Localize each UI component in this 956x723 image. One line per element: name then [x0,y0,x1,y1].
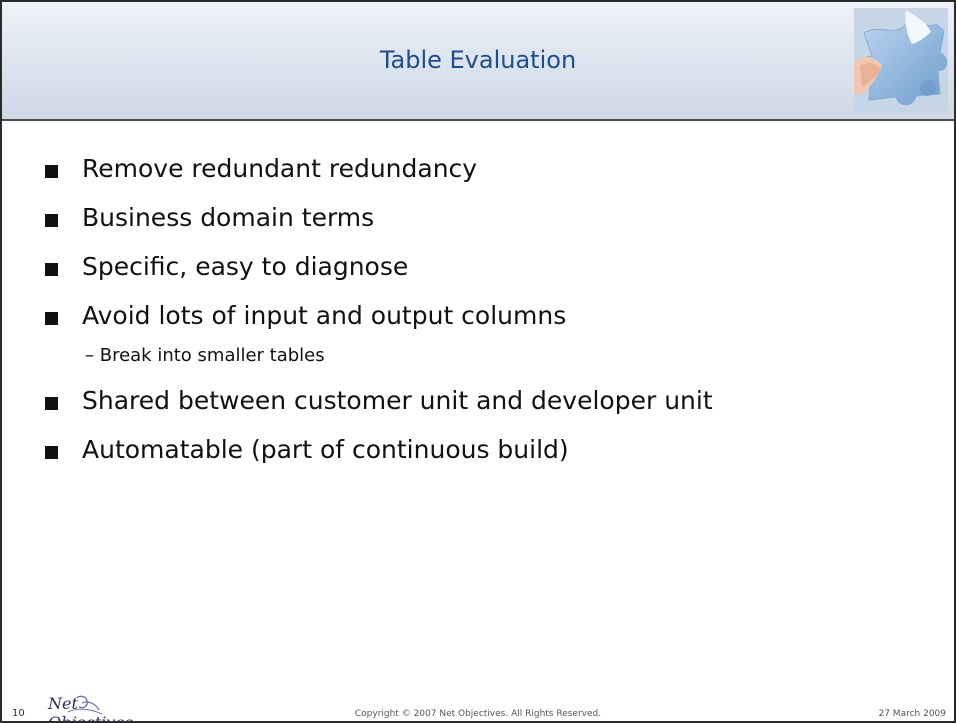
puzzle-piece-hand-icon [854,8,948,112]
slide-date: 27 March 2009 [878,709,946,719]
page-number: 10 [12,708,25,719]
bullet-text: Automatable (part of continuous build) [82,434,569,464]
square-bullet-icon [45,263,58,276]
square-bullet-icon [45,312,58,325]
net-objectives-logo: Net Objectives [48,692,158,723]
bullet-text: Business domain terms [82,203,375,232]
bullet-text: Specific, easy to diagnose [82,252,409,281]
bullet-item: Remove redundant redundancy [42,154,922,184]
bullet-text: Shared between customer unit and develop… [82,385,713,415]
bullet-item: Business domain terms [42,203,922,233]
square-bullet-icon [45,165,58,178]
bullet-text: Avoid lots of input and output columns [82,301,567,330]
bullet-list: Remove redundant redundancy Business dom… [42,154,922,484]
bullet-item: Avoid lots of input and output columns –… [42,301,922,367]
sub-bullet-text: – Break into smaller tables [85,345,325,366]
bullet-text: Remove redundant redundancy [82,154,478,183]
square-bullet-icon [45,396,58,410]
square-bullet-icon [45,445,58,459]
bullet-item: Specific, easy to diagnose [42,252,922,282]
square-bullet-icon [45,214,58,227]
copyright-text: Copyright © 2007 Net Objectives. All Rig… [354,709,602,719]
bullet-item: Shared between customer unit and develop… [42,386,922,416]
slide-title: Table Evaluation [379,46,577,74]
net-objectives-logo-icon [67,695,103,715]
footer-logo-text: Net Objectives [48,694,134,723]
slide-header: Table Evaluation [2,2,954,121]
bullet-item: Automatable (part of continuous build) [42,435,922,465]
slide-footer: 10 Net Objectives Copyright © 2007 Net O… [2,689,954,721]
